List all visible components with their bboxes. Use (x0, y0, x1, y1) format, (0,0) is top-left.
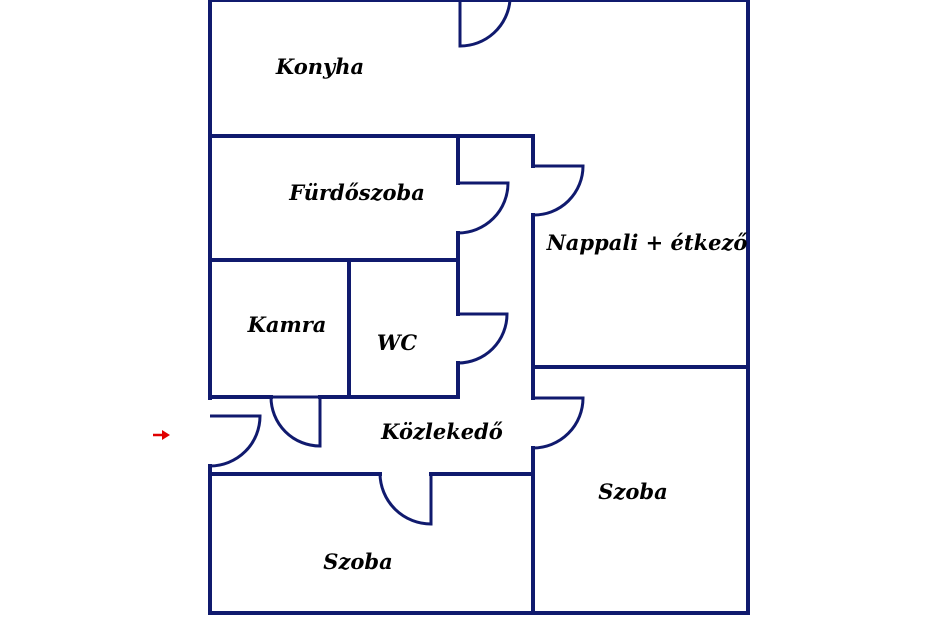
door-entrance (209, 414, 262, 468)
label-szoba-right: Szoba (598, 479, 667, 504)
walls (208, 0, 750, 615)
door-kitchen (458, 0, 512, 48)
label-kozlekedo: Közlekedő (380, 419, 503, 444)
label-konyha: Konyha (275, 54, 364, 79)
door-wc (457, 312, 509, 365)
door-room-right (532, 396, 585, 450)
entrance-arrow-head (162, 430, 170, 440)
right-arrow-icon (153, 430, 170, 440)
label-wc: WC (377, 330, 418, 355)
door-room-bottom (378, 473, 433, 526)
label-szoba-bottom: Szoba (323, 549, 392, 574)
label-furdoszoba: Fürdőszoba (288, 180, 425, 205)
door-living-room (532, 164, 585, 217)
door-pantry (269, 395, 322, 448)
label-kamra: Kamra (247, 312, 327, 337)
label-nappali-etkezo: Nappali + étkező (546, 230, 748, 255)
doors (209, 0, 585, 526)
door-bathroom (457, 181, 510, 235)
